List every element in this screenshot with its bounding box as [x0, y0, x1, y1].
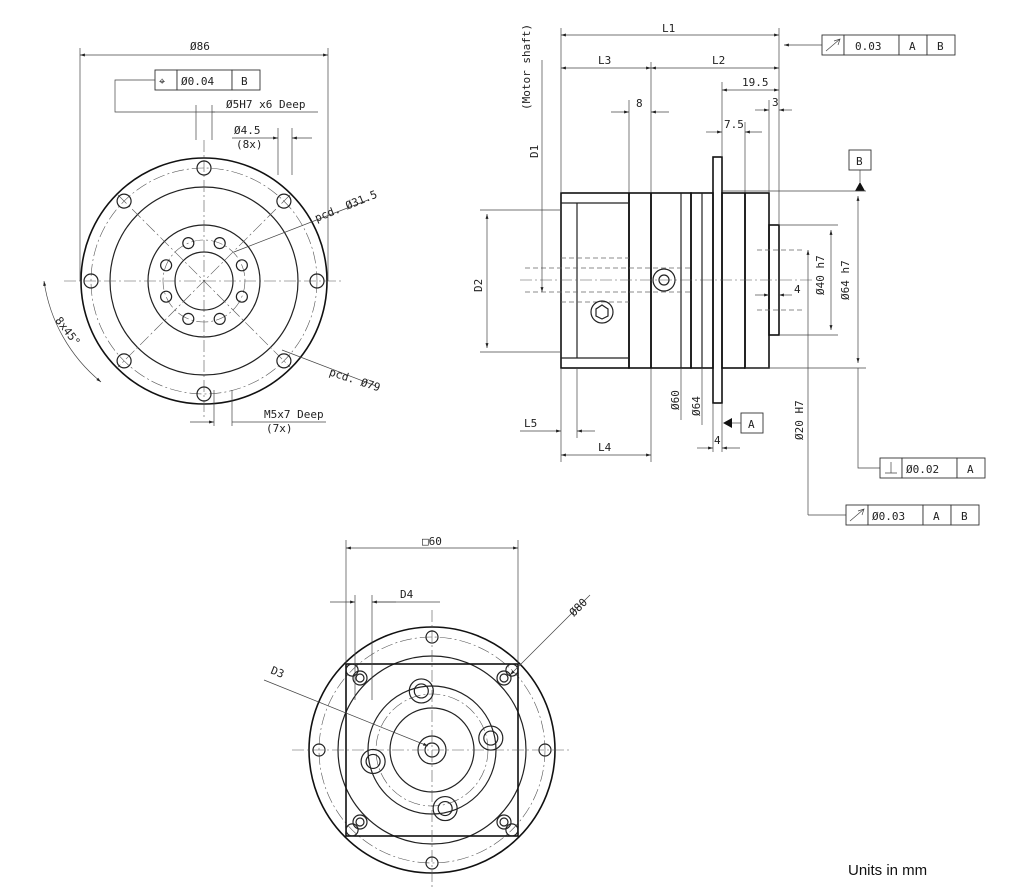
- dim-4-right: 4: [794, 283, 801, 296]
- outer-hole: [276, 193, 292, 209]
- outer-hole: [196, 160, 212, 176]
- fcf1-tol: 0.03: [855, 40, 882, 53]
- fcf3-a: A: [933, 510, 940, 523]
- rear-corner-hole: [496, 670, 512, 686]
- inner-hole: [182, 237, 195, 250]
- rear-outer-hole: [312, 743, 326, 757]
- inner-hole: [213, 312, 226, 325]
- datum-B: B: [856, 155, 863, 168]
- outer-mounting-holes: [83, 160, 325, 402]
- rear-screw-head: [432, 795, 458, 822]
- rear-sq60-label: □60: [422, 535, 442, 548]
- outer-hole: [196, 386, 212, 402]
- rear-outer-hole: [345, 663, 359, 677]
- pcd-315-label: pcd. Ø31.5: [313, 188, 379, 225]
- fcf-position-tol: Ø0.04: [181, 75, 214, 88]
- inner-hole: [160, 290, 173, 303]
- rear-corner-hole-inner: [499, 673, 509, 683]
- side-view: L1 0.03 A B L3 L2 D1 (Motor shaft) 19.5: [472, 22, 986, 526]
- inner-hole: [235, 259, 248, 272]
- dim-D1: D1: [528, 145, 541, 158]
- fcf3-tol: Ø0.03: [872, 510, 905, 523]
- rear-corner-hole-inner: [355, 673, 365, 683]
- rear-screws: [360, 678, 504, 822]
- rear-screw-socket: [483, 730, 499, 746]
- rear-outer-hole: [505, 823, 519, 837]
- inner-hole: [213, 237, 226, 250]
- rear-view: □60 D4 D3 Ø80: [263, 535, 591, 890]
- m5-label: M5x7 Deep: [264, 408, 324, 421]
- dim-7-5: 7.5: [724, 118, 744, 131]
- side-perpendicularity-fcf: Ø0.02 A: [857, 368, 986, 479]
- rear-D4-label: D4: [400, 588, 414, 601]
- dim-19-5: 19.5: [742, 76, 769, 89]
- inner-hole: [235, 290, 248, 303]
- dim-8: 8: [636, 97, 643, 110]
- dim-dia64: Ø64: [690, 396, 703, 416]
- dim-L4: L4: [598, 441, 612, 454]
- dim-4-bottom: 4: [714, 434, 721, 447]
- inner-holes: [160, 237, 248, 325]
- dim-D1-note: (Motor shaft): [520, 24, 533, 110]
- rear-dia80-label: Ø80: [567, 596, 590, 619]
- front-view: Ø86 ⌖ Ø0.04 B Ø5H7 x6 Deep Ø4.5 (8x) pcd…: [43, 40, 382, 435]
- outer-hole: [116, 353, 132, 369]
- rear-screw-head: [478, 725, 504, 751]
- units-note: Units in mm: [848, 862, 928, 879]
- fcf2-a: A: [967, 463, 974, 476]
- fcf2-tol: Ø0.02: [906, 463, 939, 476]
- rear-corner-hole-inner: [355, 817, 365, 827]
- front-dia86-label: Ø86: [190, 40, 210, 53]
- hole-5h7-label: Ø5H7 x6 Deep: [226, 98, 305, 111]
- dim-dia20h7: Ø20 H7: [793, 400, 806, 440]
- angle-label: 8x45°: [52, 314, 83, 348]
- rear-screw-socket: [437, 800, 453, 817]
- rear-outer-hole: [425, 856, 439, 870]
- side-runout-fcf-bottom: Ø0.03 A B: [808, 504, 980, 526]
- dim-dia60: Ø60: [669, 390, 682, 410]
- m5-count: (7x): [266, 422, 293, 435]
- rear-D3-label: D3: [269, 664, 286, 681]
- rear-outer-holes: [312, 630, 552, 870]
- rear-corner-holes: [352, 670, 512, 830]
- inner-hole: [160, 259, 173, 272]
- dim-L2: L2: [712, 54, 725, 67]
- datum-A: A: [748, 418, 755, 431]
- dim-L1: L1: [662, 22, 675, 35]
- rear-outer-hole: [538, 743, 552, 757]
- dim-L3: L3: [598, 54, 611, 67]
- rear-corner-hole-inner: [499, 817, 509, 827]
- fcf3-b: B: [961, 510, 968, 523]
- fcf-position-datum: B: [241, 75, 248, 88]
- pcd-79-label: pcd. Ø79: [328, 366, 382, 395]
- hole-45-label: Ø4.5: [234, 124, 261, 137]
- rear-corner-hole: [352, 814, 368, 830]
- fcf-position-symbol: ⌖: [159, 75, 165, 88]
- rear-screw-socket: [413, 683, 429, 699]
- rear-corner-hole: [352, 670, 368, 686]
- rear-screw-socket: [365, 753, 381, 770]
- outer-hole: [276, 353, 292, 369]
- dim-L5: L5: [524, 417, 537, 430]
- front-position-fcf: ⌖ Ø0.04 B: [114, 69, 261, 113]
- fcf1-b: B: [937, 40, 944, 53]
- inner-hole: [182, 312, 195, 325]
- dim-dia64h7: Ø64 h7: [839, 260, 852, 300]
- outer-hole: [309, 273, 325, 289]
- hole-45-count: (8x): [236, 138, 263, 151]
- fcf1-a: A: [909, 40, 916, 53]
- dim-dia40h7: Ø40 h7: [814, 255, 827, 295]
- side-runout-fcf-top: 0.03 A B: [784, 34, 956, 56]
- outer-hole: [116, 193, 132, 209]
- rear-outer-hole: [345, 823, 359, 837]
- dim-3: 3: [772, 96, 779, 109]
- rear-screw-head: [360, 748, 386, 775]
- rear-screw-head: [408, 678, 434, 704]
- rear-outer-hole: [505, 663, 519, 677]
- rear-corner-hole: [496, 814, 512, 830]
- dim-D2: D2: [472, 279, 485, 292]
- rear-outer-hole: [425, 630, 439, 644]
